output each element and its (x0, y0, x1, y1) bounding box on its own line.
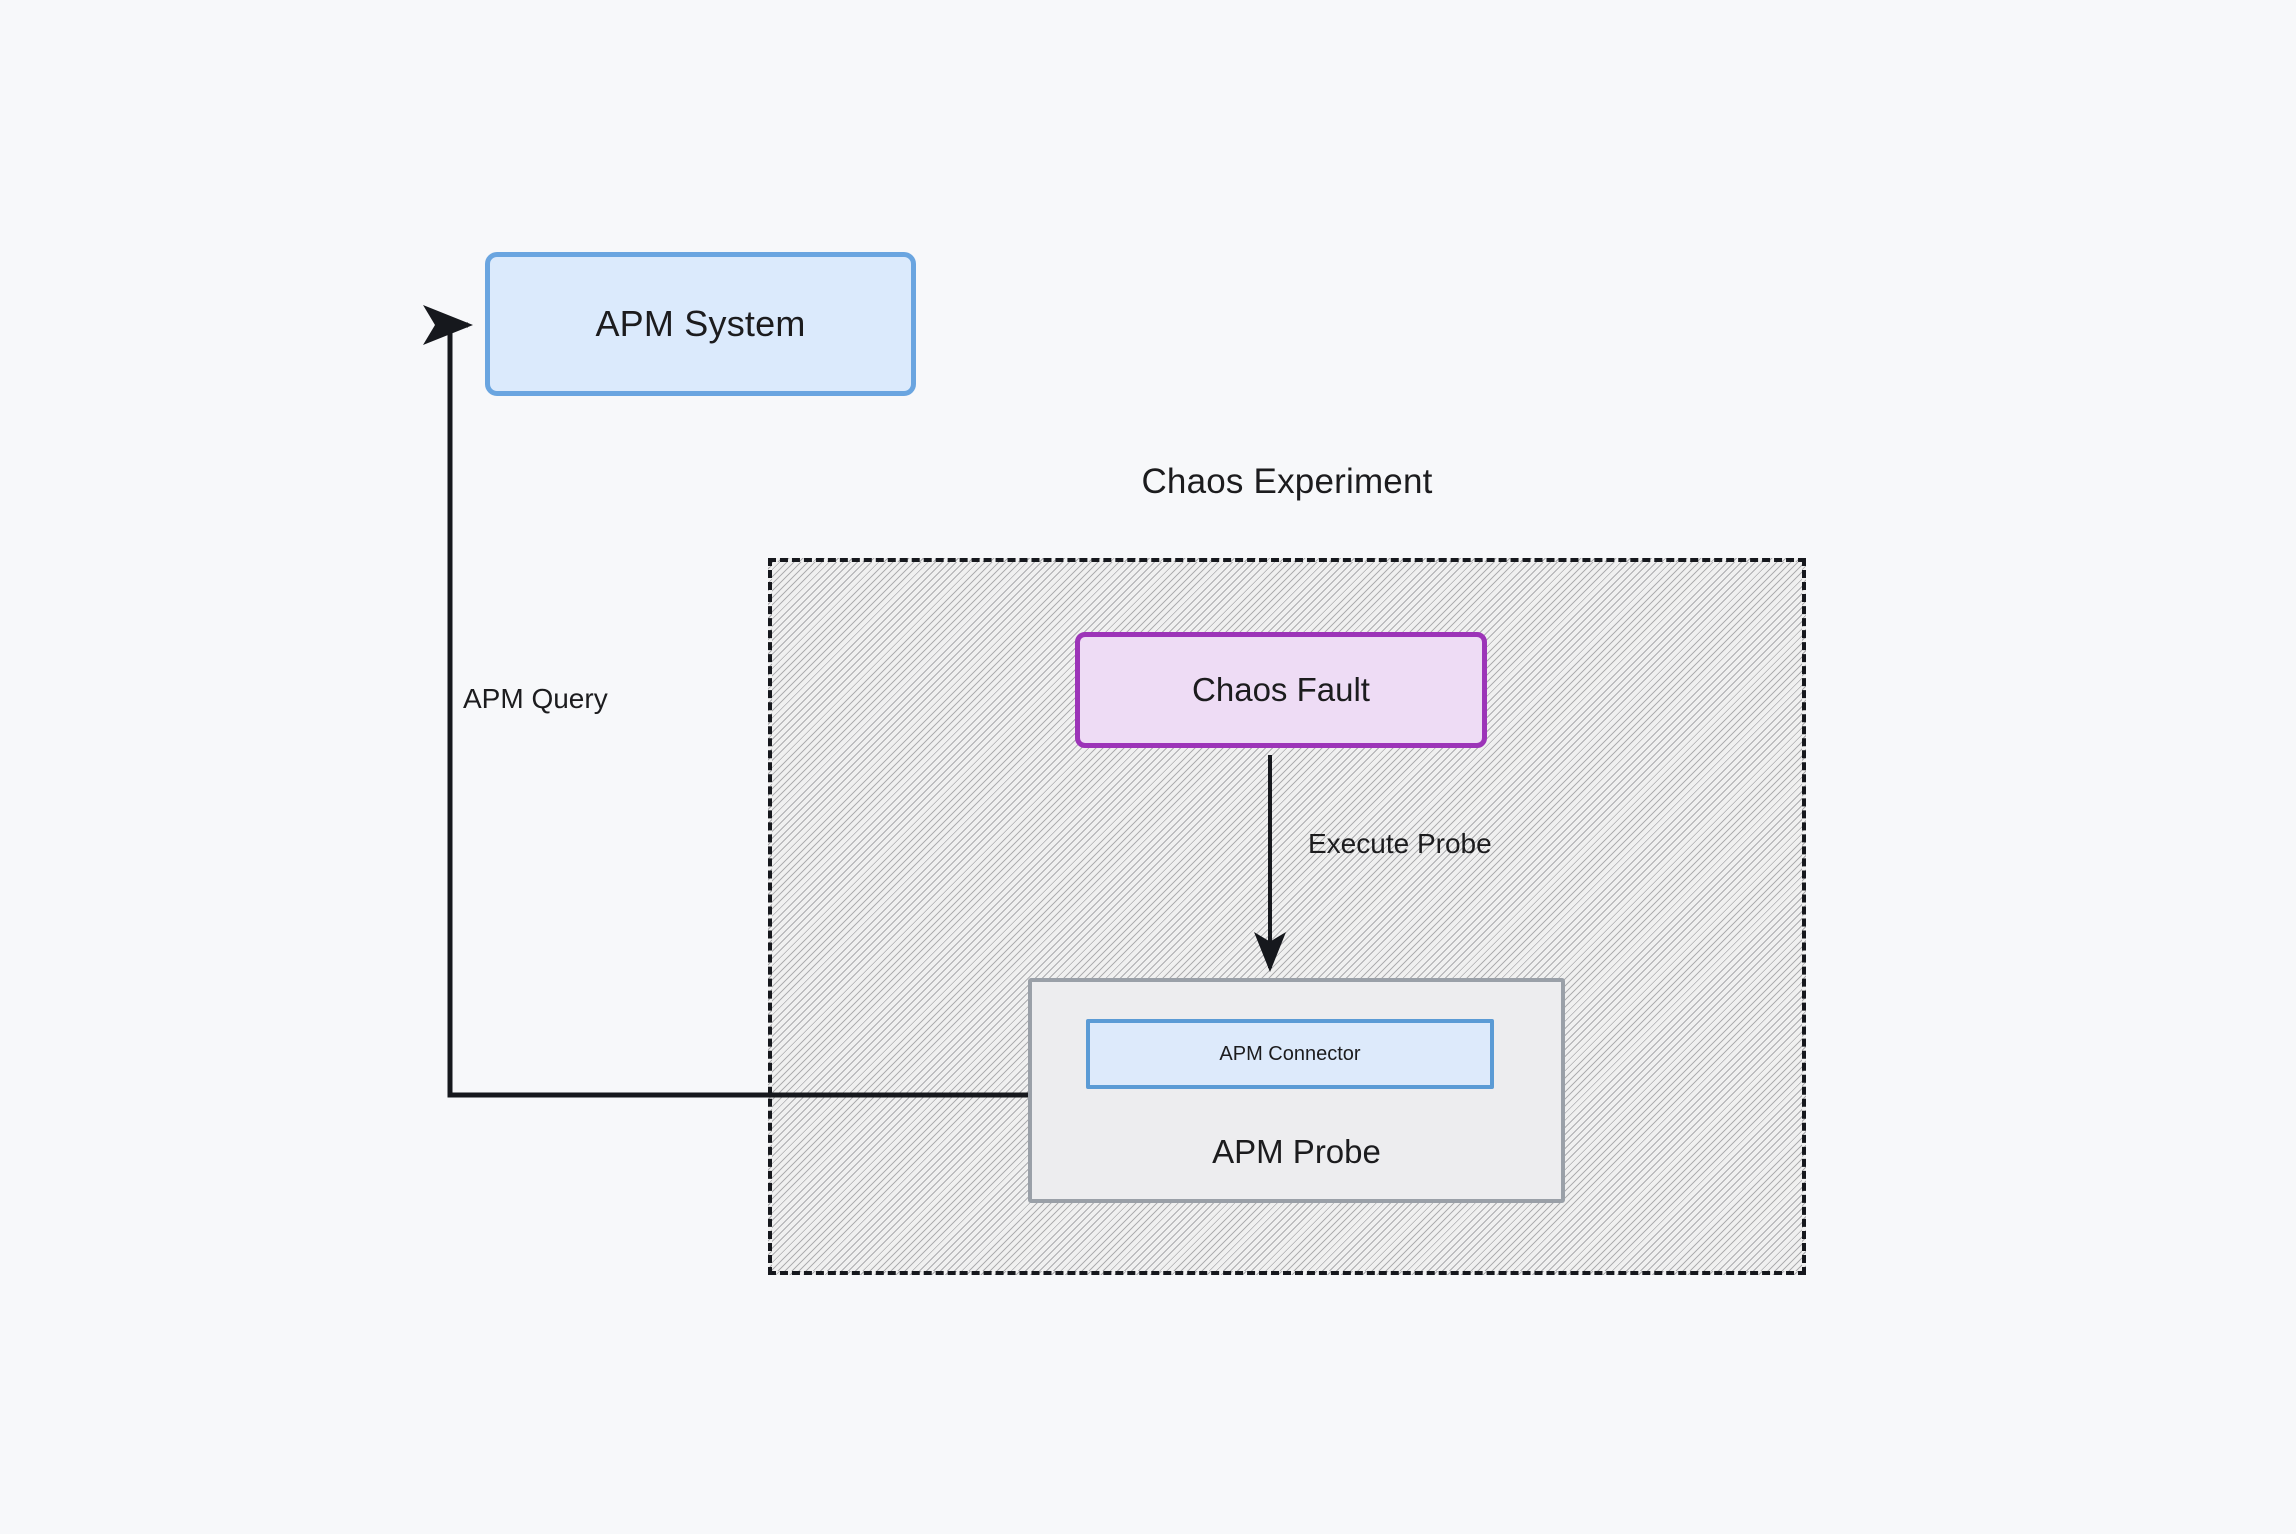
chaos-experiment-title: Chaos Experiment (1141, 462, 1433, 501)
node-apm-probe[interactable]: APM Connector APM Probe (1028, 978, 1565, 1203)
edge-label-execute-probe: Execute Probe (1308, 828, 1492, 859)
node-apm-probe-label: APM Probe (1212, 1133, 1381, 1170)
node-chaos-fault-label: Chaos Fault (1192, 671, 1370, 708)
node-apm-connector-label: APM Connector (1219, 1042, 1361, 1065)
node-chaos-fault[interactable]: Chaos Fault (1075, 632, 1487, 748)
node-apm-connector[interactable]: APM Connector (1086, 1019, 1494, 1089)
edge-label-apm-query: APM Query (463, 683, 608, 714)
node-apm-system-label: APM System (595, 303, 806, 344)
node-apm-system[interactable]: APM System (485, 252, 916, 396)
